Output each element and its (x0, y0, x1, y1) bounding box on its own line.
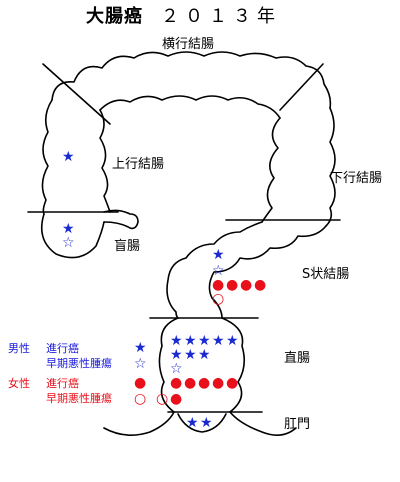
rectum-female-advanced-marker: ● (198, 375, 211, 391)
legend-female-early: 早期悪性腫瘍 (46, 392, 112, 405)
rectum-female-advanced-marker: ● (170, 391, 183, 407)
rectum-male-advanced-marker: ★ (170, 347, 183, 363)
ascending-inner-edge (99, 109, 111, 213)
transverse-top-edge (51, 51, 332, 109)
rectum-male-advanced-marker: ★ (198, 347, 211, 363)
title-year: ２０１３年 (161, 6, 281, 27)
divider-splenic (279, 63, 324, 111)
rectum-male-advanced-marker: ★ (184, 333, 197, 349)
sigmoid-female-early-marker: ○ (212, 291, 225, 307)
rectum-female-advanced-marker: ● (226, 375, 239, 391)
divider-hepatic (42, 63, 111, 125)
label-descending-colon: 下行結腸 (330, 171, 383, 186)
legend-female-advanced-symbol: ● (134, 375, 147, 391)
descending-outer-edge (325, 107, 336, 227)
rectum-female-advanced-marker: ● (212, 375, 225, 391)
rectum-male-advanced-marker: ★ (226, 333, 239, 349)
legend-female-advanced: 進行癌 (46, 377, 79, 390)
legend-male-advanced-symbol: ★ (134, 340, 147, 356)
legend-female: 女性 (8, 377, 30, 390)
sigmoid-male-early-marker: ☆ (212, 263, 225, 279)
sigmoid-outer-edge (208, 225, 327, 319)
sigmoid-male-advanced-marker: ★ (212, 247, 225, 263)
anus-male-advanced-marker: ★ (200, 415, 213, 431)
rectum-female-advanced-marker: ● (184, 375, 197, 391)
rectum-male-advanced-marker: ★ (170, 333, 183, 349)
legend-female-early-symbol: ○ (134, 391, 147, 407)
anus-right-edge (229, 411, 297, 436)
ascending-outer-edge (41, 99, 53, 215)
rectum-male-advanced-marker: ★ (184, 347, 197, 363)
legend-male-early-symbol: ☆ (134, 356, 147, 372)
appendix-edge (103, 209, 139, 230)
legend-male-advanced: 進行癌 (46, 342, 79, 355)
ascending-male-advanced-marker: ★ (62, 149, 75, 165)
legend-male: 男性 (8, 342, 30, 355)
rectum-female-early-marker: ○ (156, 391, 169, 407)
rectum-male-advanced-marker: ★ (212, 333, 225, 349)
label-anus: 肛門 (284, 417, 311, 432)
label-sigmoid-colon: S状結腸 (302, 267, 350, 282)
legend-male-early: 早期悪性腫瘍 (46, 357, 112, 370)
cecum-edge (40, 213, 105, 259)
sigmoid-inner-edge (166, 221, 263, 319)
label-ascending-colon: 上行結腸 (112, 157, 165, 172)
title-text: 大腸癌 (86, 6, 143, 27)
rectum-right-edge (221, 317, 246, 413)
diagram-title: 大腸癌 ２０１３年 (86, 8, 281, 26)
rectum-female-advanced-marker: ● (170, 375, 183, 391)
label-cecum: 盲腸 (114, 239, 141, 254)
anus-male-advanced-marker: ★ (186, 415, 199, 431)
transverse-bottom-edge (99, 95, 281, 119)
descending-inner-edge (261, 117, 281, 223)
rectum-male-advanced-marker: ★ (198, 333, 211, 349)
sigmoid-female-advanced-marker: ● (254, 277, 267, 293)
label-transverse-colon: 横行結腸 (162, 37, 215, 52)
sigmoid-female-advanced-marker: ● (240, 277, 253, 293)
sigmoid-female-advanced-marker: ● (212, 277, 225, 293)
cecum-male-early-marker: ☆ (62, 235, 75, 251)
anus-left-edge (103, 411, 175, 436)
sigmoid-female-advanced-marker: ● (226, 277, 239, 293)
rectum-male-early-marker: ☆ (170, 361, 183, 377)
cecum-male-advanced-marker: ★ (62, 221, 75, 237)
anal-canal-edge (177, 413, 227, 433)
label-rectum: 直腸 (284, 351, 311, 366)
rectum-left-edge (158, 317, 179, 413)
